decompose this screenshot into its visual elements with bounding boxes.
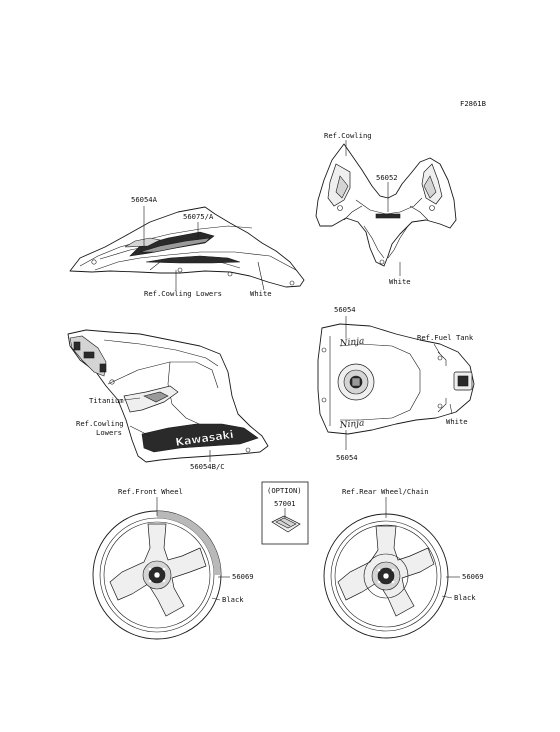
color-black-rear: Black — [454, 593, 476, 602]
side-cowl-illustration: Kawasaki — [67, 329, 269, 463]
ref-front-wheel: Ref.Front Wheel — [118, 487, 183, 496]
part-56054bc: 56054B/C — [190, 462, 225, 471]
front-wheel-illustration — [92, 497, 230, 640]
ref-cowling-front: Ref.Cowling — [324, 131, 372, 140]
figure-code: F2861B — [460, 99, 486, 108]
part-56054-bottom: 56054 — [336, 453, 358, 462]
color-black-front: Black — [222, 595, 244, 604]
part-56075a: 56075/A — [183, 212, 214, 221]
color-white-tank: White — [446, 417, 468, 426]
part-56054a: 56054A — [131, 195, 158, 204]
option-box — [261, 481, 309, 545]
ref-rear-wheel-chain: Ref.Rear Wheel/Chain — [342, 487, 429, 496]
ref-cowling-side: Ref.Cowling — [76, 419, 124, 428]
part-56069-front: 56069 — [232, 572, 254, 581]
part-56054-top: 56054 — [334, 305, 356, 314]
fuel-tank-illustration: Ninja Ninja — [317, 316, 475, 450]
color-white-front: White — [389, 277, 411, 286]
part-57001: 57001 — [274, 499, 296, 508]
upper-cowl-illustration — [69, 206, 305, 291]
ninja-emblem-bottom: Ninja — [338, 418, 365, 431]
ninja-emblem-top: Ninja — [338, 336, 365, 349]
rear-wheel-illustration — [323, 497, 460, 639]
ref-fuel-tank: Ref.Fuel Tank — [417, 333, 474, 342]
color-white-upper: White — [250, 289, 272, 298]
color-titanium: Titanium — [89, 396, 124, 405]
ref-cowling-lowers: Ref.Cowling Lowers — [144, 289, 222, 298]
part-56069-rear: 56069 — [462, 572, 484, 581]
option-title: (OPTION) — [267, 486, 302, 495]
front-cowl-illustration — [315, 140, 457, 276]
ref-cowling-lowers-side: Lowers — [96, 428, 122, 437]
part-56052: 56052 — [376, 173, 398, 182]
